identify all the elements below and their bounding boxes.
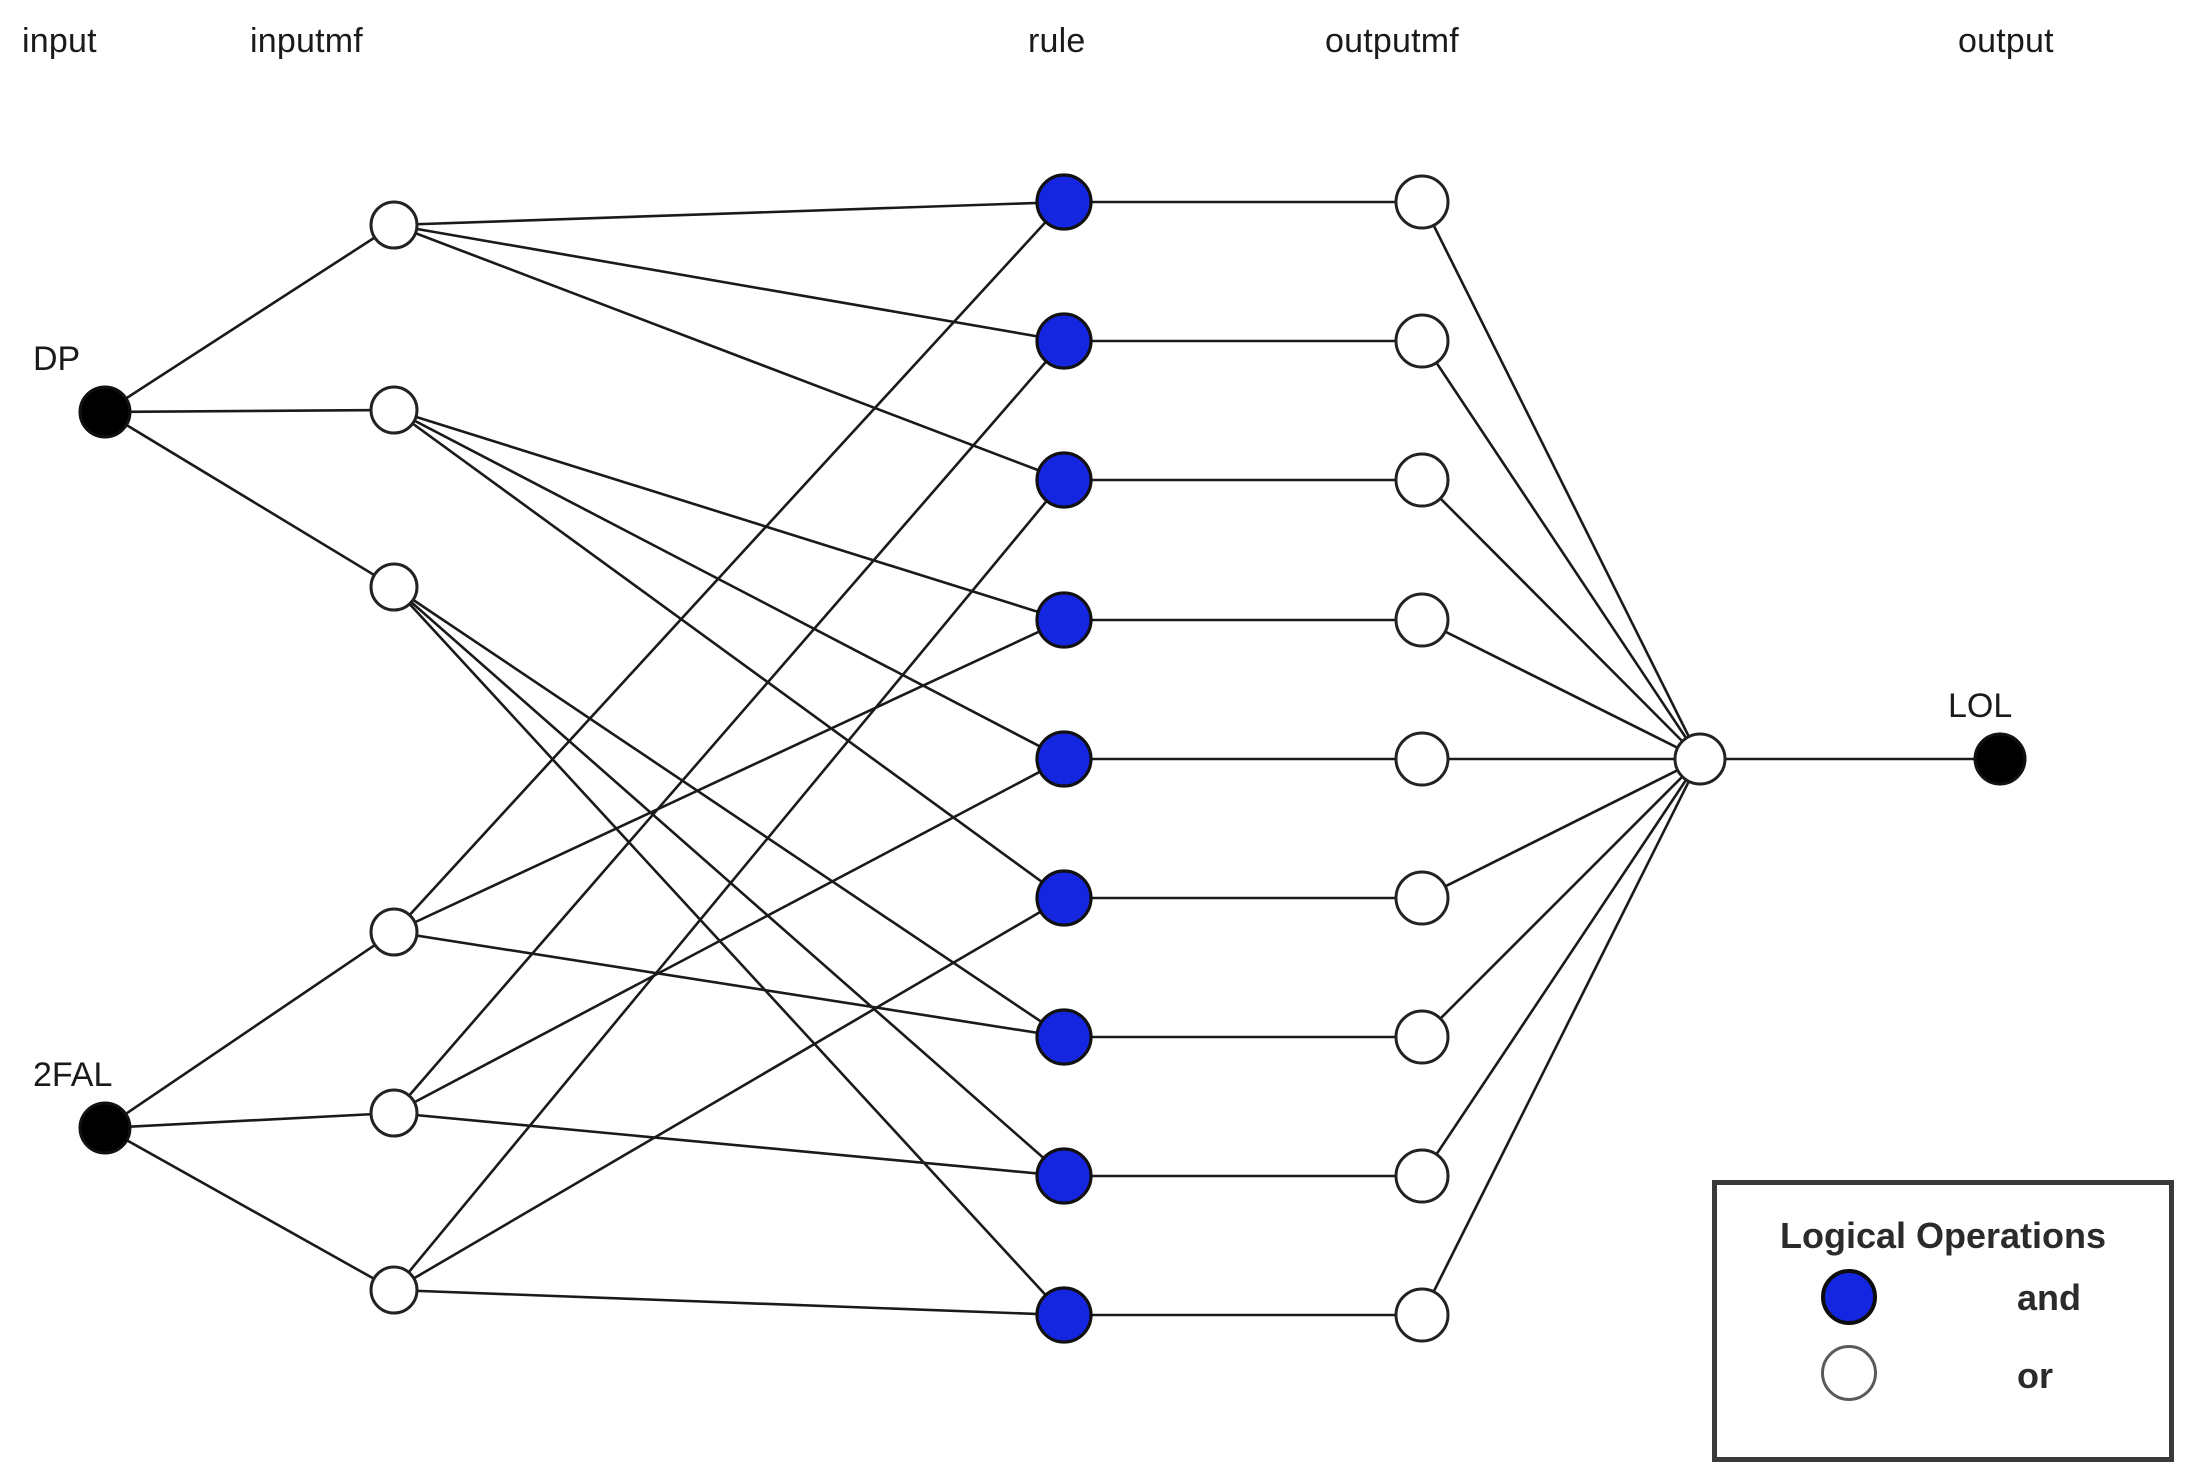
edge-mf4-r7 xyxy=(393,930,1065,1039)
edge-mf2-r4 xyxy=(393,408,1065,622)
edge-omf4-agg1 xyxy=(1421,618,1701,761)
node-outputmf-omf7[interactable] xyxy=(1394,1009,1450,1065)
edge-in1-mf3 xyxy=(104,410,395,589)
node-outputmf-omf1[interactable] xyxy=(1394,174,1450,230)
legend-title: Logical Operations xyxy=(1779,1215,2107,1256)
node-rule-r4[interactable] xyxy=(1035,591,1093,649)
node-rule-r5[interactable] xyxy=(1035,730,1093,788)
node-label-dp: DP xyxy=(33,340,81,378)
edge-omf6-agg1 xyxy=(1421,757,1701,900)
node-output-out1[interactable] xyxy=(1973,732,2027,786)
node-outputmf-omf5[interactable] xyxy=(1394,731,1450,787)
column-header-output: output xyxy=(1958,22,2054,60)
node-rule-r1[interactable] xyxy=(1035,173,1093,231)
edge-in1-mf1 xyxy=(104,223,395,414)
edge-omf8-agg1 xyxy=(1420,758,1702,1177)
edge-mf2-r6 xyxy=(393,408,1065,900)
legend-or-label: or xyxy=(2017,1355,2053,1396)
column-header-rule: rule xyxy=(1028,22,1086,60)
node-input-in2[interactable] xyxy=(78,1101,132,1155)
legend-or-swatch xyxy=(1821,1345,1877,1401)
node-inputmf-mf4[interactable] xyxy=(369,907,419,957)
edge-mf2-r5 xyxy=(393,408,1065,761)
node-outputmf-omf3[interactable] xyxy=(1394,452,1450,508)
edge-mf6-r6 xyxy=(393,896,1065,1292)
edge-mf3-r8 xyxy=(393,586,1065,1177)
node-inputmf-mf6[interactable] xyxy=(369,1265,419,1315)
edge-mf4-r4 xyxy=(393,618,1065,934)
node-rule-r8[interactable] xyxy=(1035,1147,1093,1205)
edge-in2-mf5 xyxy=(104,1111,395,1130)
edge-omf9-agg1 xyxy=(1420,758,1702,1316)
node-outputmf-omf4[interactable] xyxy=(1394,592,1450,648)
node-rule-r7[interactable] xyxy=(1035,1008,1093,1066)
node-input-in1[interactable] xyxy=(78,385,132,439)
node-rule-r9[interactable] xyxy=(1035,1286,1093,1344)
node-outputmf-omf2[interactable] xyxy=(1394,313,1450,369)
edge-omf3-agg1 xyxy=(1421,479,1701,760)
node-rule-r3[interactable] xyxy=(1035,451,1093,509)
edge-omf7-agg1 xyxy=(1421,758,1701,1038)
node-inputmf-mf5[interactable] xyxy=(369,1088,419,1138)
node-rule-r2[interactable] xyxy=(1035,312,1093,370)
column-header-input: input xyxy=(22,22,97,60)
legend-panel: Logical Operations and or xyxy=(1712,1180,2174,1462)
node-aggregation-agg1[interactable] xyxy=(1673,732,1727,786)
node-inputmf-mf2[interactable] xyxy=(369,385,419,435)
column-header-inputmf: inputmf xyxy=(250,22,363,60)
edge-mf3-r7 xyxy=(393,585,1065,1039)
node-inputmf-mf1[interactable] xyxy=(369,200,419,250)
node-outputmf-omf9[interactable] xyxy=(1394,1287,1450,1343)
legend-and-label: and xyxy=(2017,1277,2082,1318)
edge-mf5-r8 xyxy=(393,1111,1065,1178)
legend-and-swatch xyxy=(1821,1269,1877,1325)
edge-mf1-r2 xyxy=(393,223,1065,343)
node-label-2fal: 2FAL xyxy=(33,1056,113,1094)
edge-mf4-r1 xyxy=(393,201,1065,933)
node-outputmf-omf6[interactable] xyxy=(1394,870,1450,926)
node-outputmf-omf8[interactable] xyxy=(1394,1148,1450,1204)
node-group xyxy=(78,173,2027,1344)
edge-in2-mf4 xyxy=(104,930,395,1130)
edge-mf1-r1 xyxy=(393,200,1065,227)
edge-mf6-r9 xyxy=(393,1288,1065,1317)
node-rule-r6[interactable] xyxy=(1035,869,1093,927)
edge-mf1-r3 xyxy=(393,223,1065,482)
edge-in2-mf6 xyxy=(104,1126,395,1292)
edge-mf6-r3 xyxy=(392,479,1066,1291)
edge-omf1-agg1 xyxy=(1420,201,1702,760)
node-inputmf-mf3[interactable] xyxy=(369,562,419,612)
column-header-outputmf: outputmf xyxy=(1325,22,1459,60)
edge-mf3-r9 xyxy=(393,586,1065,1316)
edge-in1-mf2 xyxy=(104,408,395,414)
edge-omf2-agg1 xyxy=(1420,340,1702,760)
edge-group xyxy=(104,200,2000,1317)
edge-mf5-r2 xyxy=(393,340,1065,1114)
node-label-lol: LOL xyxy=(1948,687,2013,725)
